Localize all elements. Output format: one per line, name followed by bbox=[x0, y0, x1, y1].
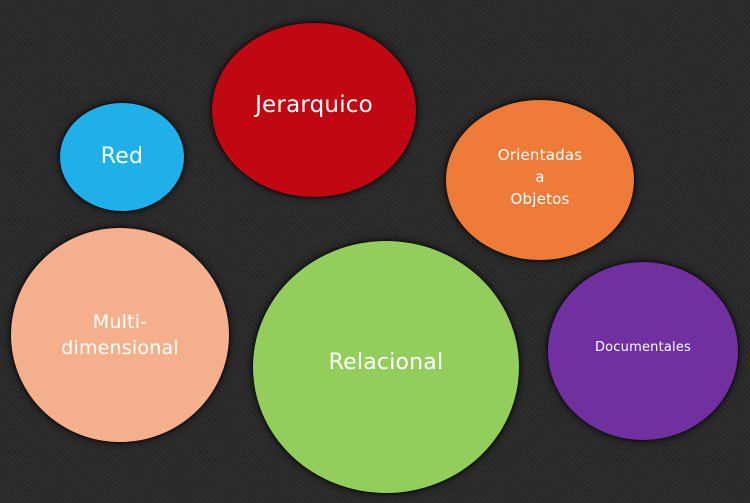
bubble-relacional: Relacional bbox=[253, 241, 519, 493]
bubble-documentales-label: Documentales bbox=[594, 340, 692, 355]
bubble-jerarquico-label: Jerarquico bbox=[255, 92, 373, 118]
bubble-documentales: Documentales bbox=[548, 262, 738, 440]
bubble-multidimensional-label: Multi- dimensional bbox=[61, 311, 179, 359]
bubble-relacional-label: Relacional bbox=[328, 350, 444, 375]
bubble-orientadas-a-objetos: Orientadas a Objetos bbox=[446, 100, 634, 260]
bubble-red: Red bbox=[60, 103, 184, 211]
bubble-multidimensional: Multi- dimensional bbox=[11, 228, 229, 442]
bubble-jerarquico: Jerarquico bbox=[212, 23, 416, 197]
bubble-red-label: Red bbox=[100, 144, 144, 169]
bubble-orientadas-a-objetos-label: Orientadas a Objetos bbox=[497, 146, 583, 208]
